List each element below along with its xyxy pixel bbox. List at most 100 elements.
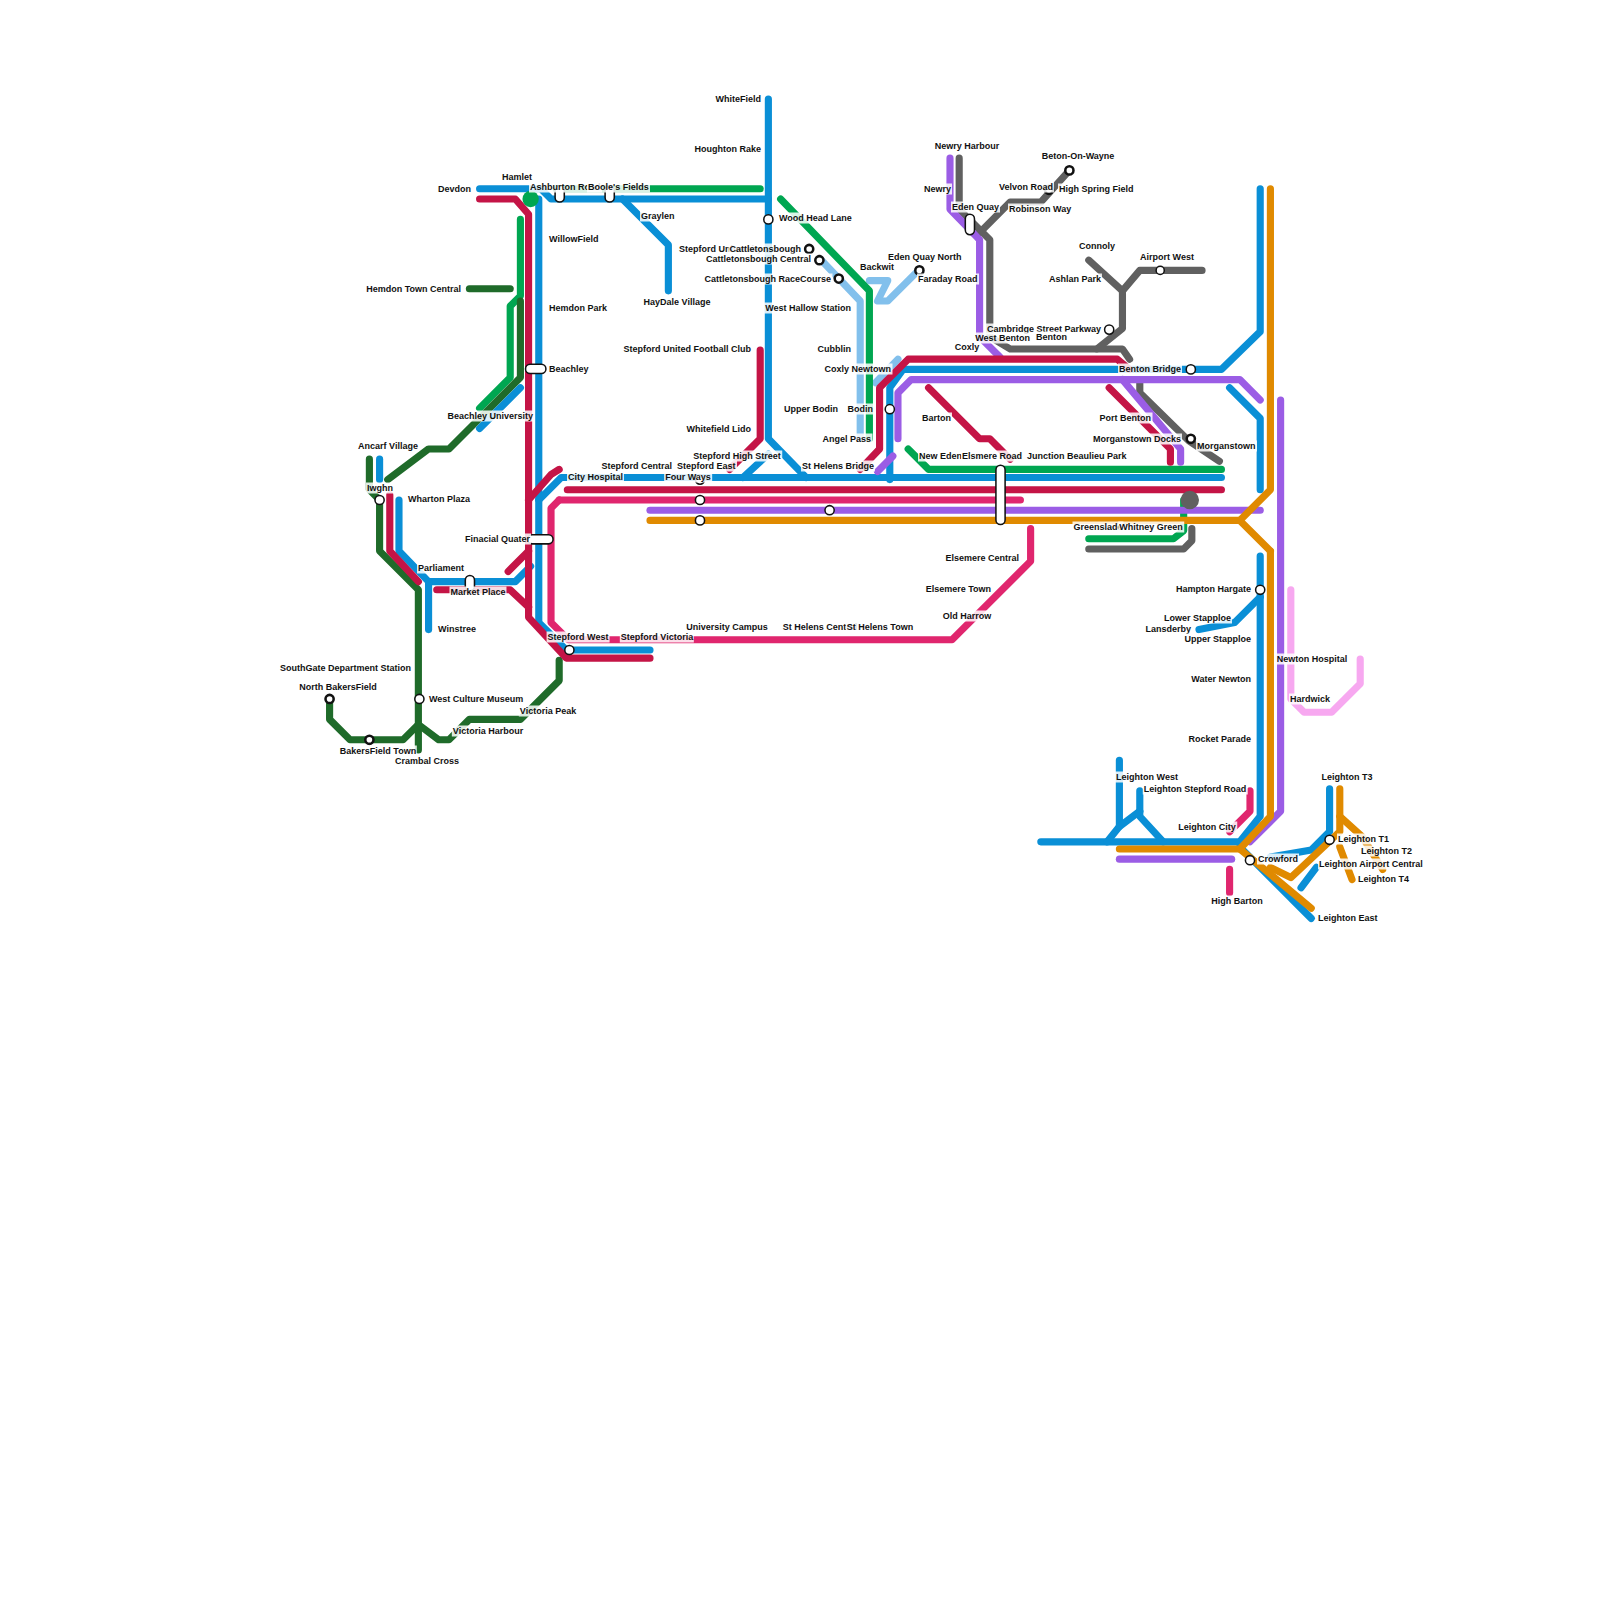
station-label: St Helens Bridge — [801, 461, 875, 472]
station-label: Wood Head Lane — [778, 213, 853, 224]
station-label: Benton Bridge — [1118, 364, 1182, 375]
interchange-markers — [326, 166, 1335, 864]
station-label: Hemdon Park — [548, 303, 608, 314]
station-label: Wharton Plaza — [407, 494, 471, 505]
station-label: SouthGate Department Station — [279, 663, 412, 674]
station-label: Robinson Way — [1008, 204, 1072, 215]
station-label: Beton-On-Wayne — [1041, 151, 1116, 162]
station-label: Barton — [921, 413, 952, 424]
station-label: High Barton — [1210, 896, 1264, 907]
station-label: Elsemere Central — [944, 553, 1020, 564]
crimson-line — [390, 199, 1222, 658]
station-label: Boole's Fields — [587, 182, 650, 193]
station-label: Leighton T2 — [1360, 846, 1413, 857]
station-label: Leighton West — [1115, 772, 1179, 783]
station-label: Elsemere Town — [925, 584, 992, 595]
station-label: Coxly Newtown — [823, 364, 892, 375]
station-label: Market Place — [449, 587, 506, 598]
station-label: Cattletonsbough Central — [705, 254, 812, 265]
station-label: Newry Harbour — [934, 141, 1001, 152]
pink-line — [551, 500, 1250, 893]
station-label: Devdon — [437, 184, 472, 195]
station-label: Upper Stapploe — [1183, 634, 1252, 645]
station-label: Leighton East — [1317, 913, 1379, 924]
station-label: Beaulieu Park — [1066, 451, 1128, 462]
station-label: Leighton City — [1177, 822, 1237, 833]
station-label: Newton Hospital — [1276, 654, 1349, 665]
station-label: Hampton Hargate — [1175, 584, 1252, 595]
station-label: Hemdon Town Central — [365, 284, 462, 295]
station-label: West Hallow Station — [764, 303, 852, 314]
station-label: Eden Quay North — [887, 252, 963, 263]
blue-line — [380, 99, 1330, 918]
station-label: Hardwick — [1289, 694, 1331, 705]
station-label: Bodin — [847, 404, 875, 415]
depot-dot — [1181, 491, 1199, 509]
station-label: Eden Quay — [951, 202, 1000, 213]
station-label: Cubblin — [817, 344, 853, 355]
station-label: City Hospital — [567, 472, 624, 483]
station-label: Cattletonsbough RaceCourse — [703, 274, 832, 285]
station-label: Crowford — [1257, 854, 1299, 865]
station-label: North BakersField — [298, 682, 378, 693]
station-label: Coxly — [954, 342, 981, 353]
station-label: St Helens Town — [846, 622, 914, 633]
station-label: Faraday Road — [917, 274, 979, 285]
station-label: Morganstown — [1196, 441, 1257, 452]
station-label: Stepford West — [547, 632, 610, 643]
station-label: Elsmere Road — [961, 451, 1023, 462]
station-label: Leighton T4 — [1357, 874, 1410, 885]
depot-dot — [522, 191, 538, 207]
green-line — [480, 189, 1222, 539]
station-label: Newry — [923, 184, 952, 195]
station-label: High Spring Field — [1058, 184, 1135, 195]
station-label: Iwghn — [366, 483, 394, 494]
station-label: Leighton T1 — [1337, 834, 1390, 845]
station-label: Houghton Rake — [694, 144, 763, 155]
station-label: Rocket Parade — [1187, 734, 1252, 745]
station-label: Beachley — [548, 364, 590, 375]
station-label: Connoly — [1078, 241, 1116, 252]
station-label: Benton — [1035, 332, 1068, 343]
station-label: Whitefield Lido — [686, 424, 753, 435]
station-label: Stepford Victoria — [620, 632, 694, 643]
station-label: Angel Pass — [821, 434, 872, 445]
station-label: Four Ways — [664, 472, 712, 483]
station-label: Airport West — [1139, 252, 1195, 263]
station-label: Backwit — [859, 262, 895, 273]
station-label: Stepford United Football Club — [623, 344, 753, 355]
station-label: Crambal Cross — [394, 756, 460, 767]
station-label: Greenslade — [1072, 522, 1123, 533]
station-label: WillowField — [548, 234, 599, 245]
station-label: Junction — [1026, 451, 1066, 462]
station-label: New Eden — [918, 451, 963, 462]
station-label: Beachley University — [446, 411, 534, 422]
station-label: Winstree — [437, 624, 477, 635]
station-label: Water Newton — [1190, 674, 1252, 685]
station-label: Stepford East — [676, 461, 737, 472]
purple-line — [650, 158, 1281, 859]
station-label: Parliament — [417, 563, 465, 574]
station-label: Morganstown Docks — [1092, 434, 1182, 445]
station-label: West Benton — [974, 333, 1031, 344]
station-label: Lower Stapploe — [1163, 613, 1232, 624]
orange-line — [650, 189, 1383, 908]
station-label: Victoria Peak — [519, 706, 577, 717]
station-label: Velvon Road — [998, 182, 1054, 193]
station-label: University Campus — [685, 622, 769, 633]
station-label: Upper Bodin — [783, 404, 839, 415]
station-label: Graylen — [640, 211, 676, 222]
station-label: Leighton Airport Central — [1318, 859, 1424, 870]
station-label: Ashlan Park — [1048, 274, 1102, 285]
station-label: Old Harrow — [942, 611, 993, 622]
station-label: WhiteField — [715, 94, 763, 105]
station-label: West Culture Museum — [428, 694, 524, 705]
station-label: Stepford Central — [600, 461, 673, 472]
station-label: Leighton Stepford Road — [1143, 784, 1248, 795]
station-label: Finacial Quater — [464, 534, 531, 545]
station-label: Whitney Green — [1118, 522, 1184, 533]
station-label: Ancarf Village — [357, 441, 419, 452]
station-label: Victoria Harbour — [452, 726, 524, 737]
